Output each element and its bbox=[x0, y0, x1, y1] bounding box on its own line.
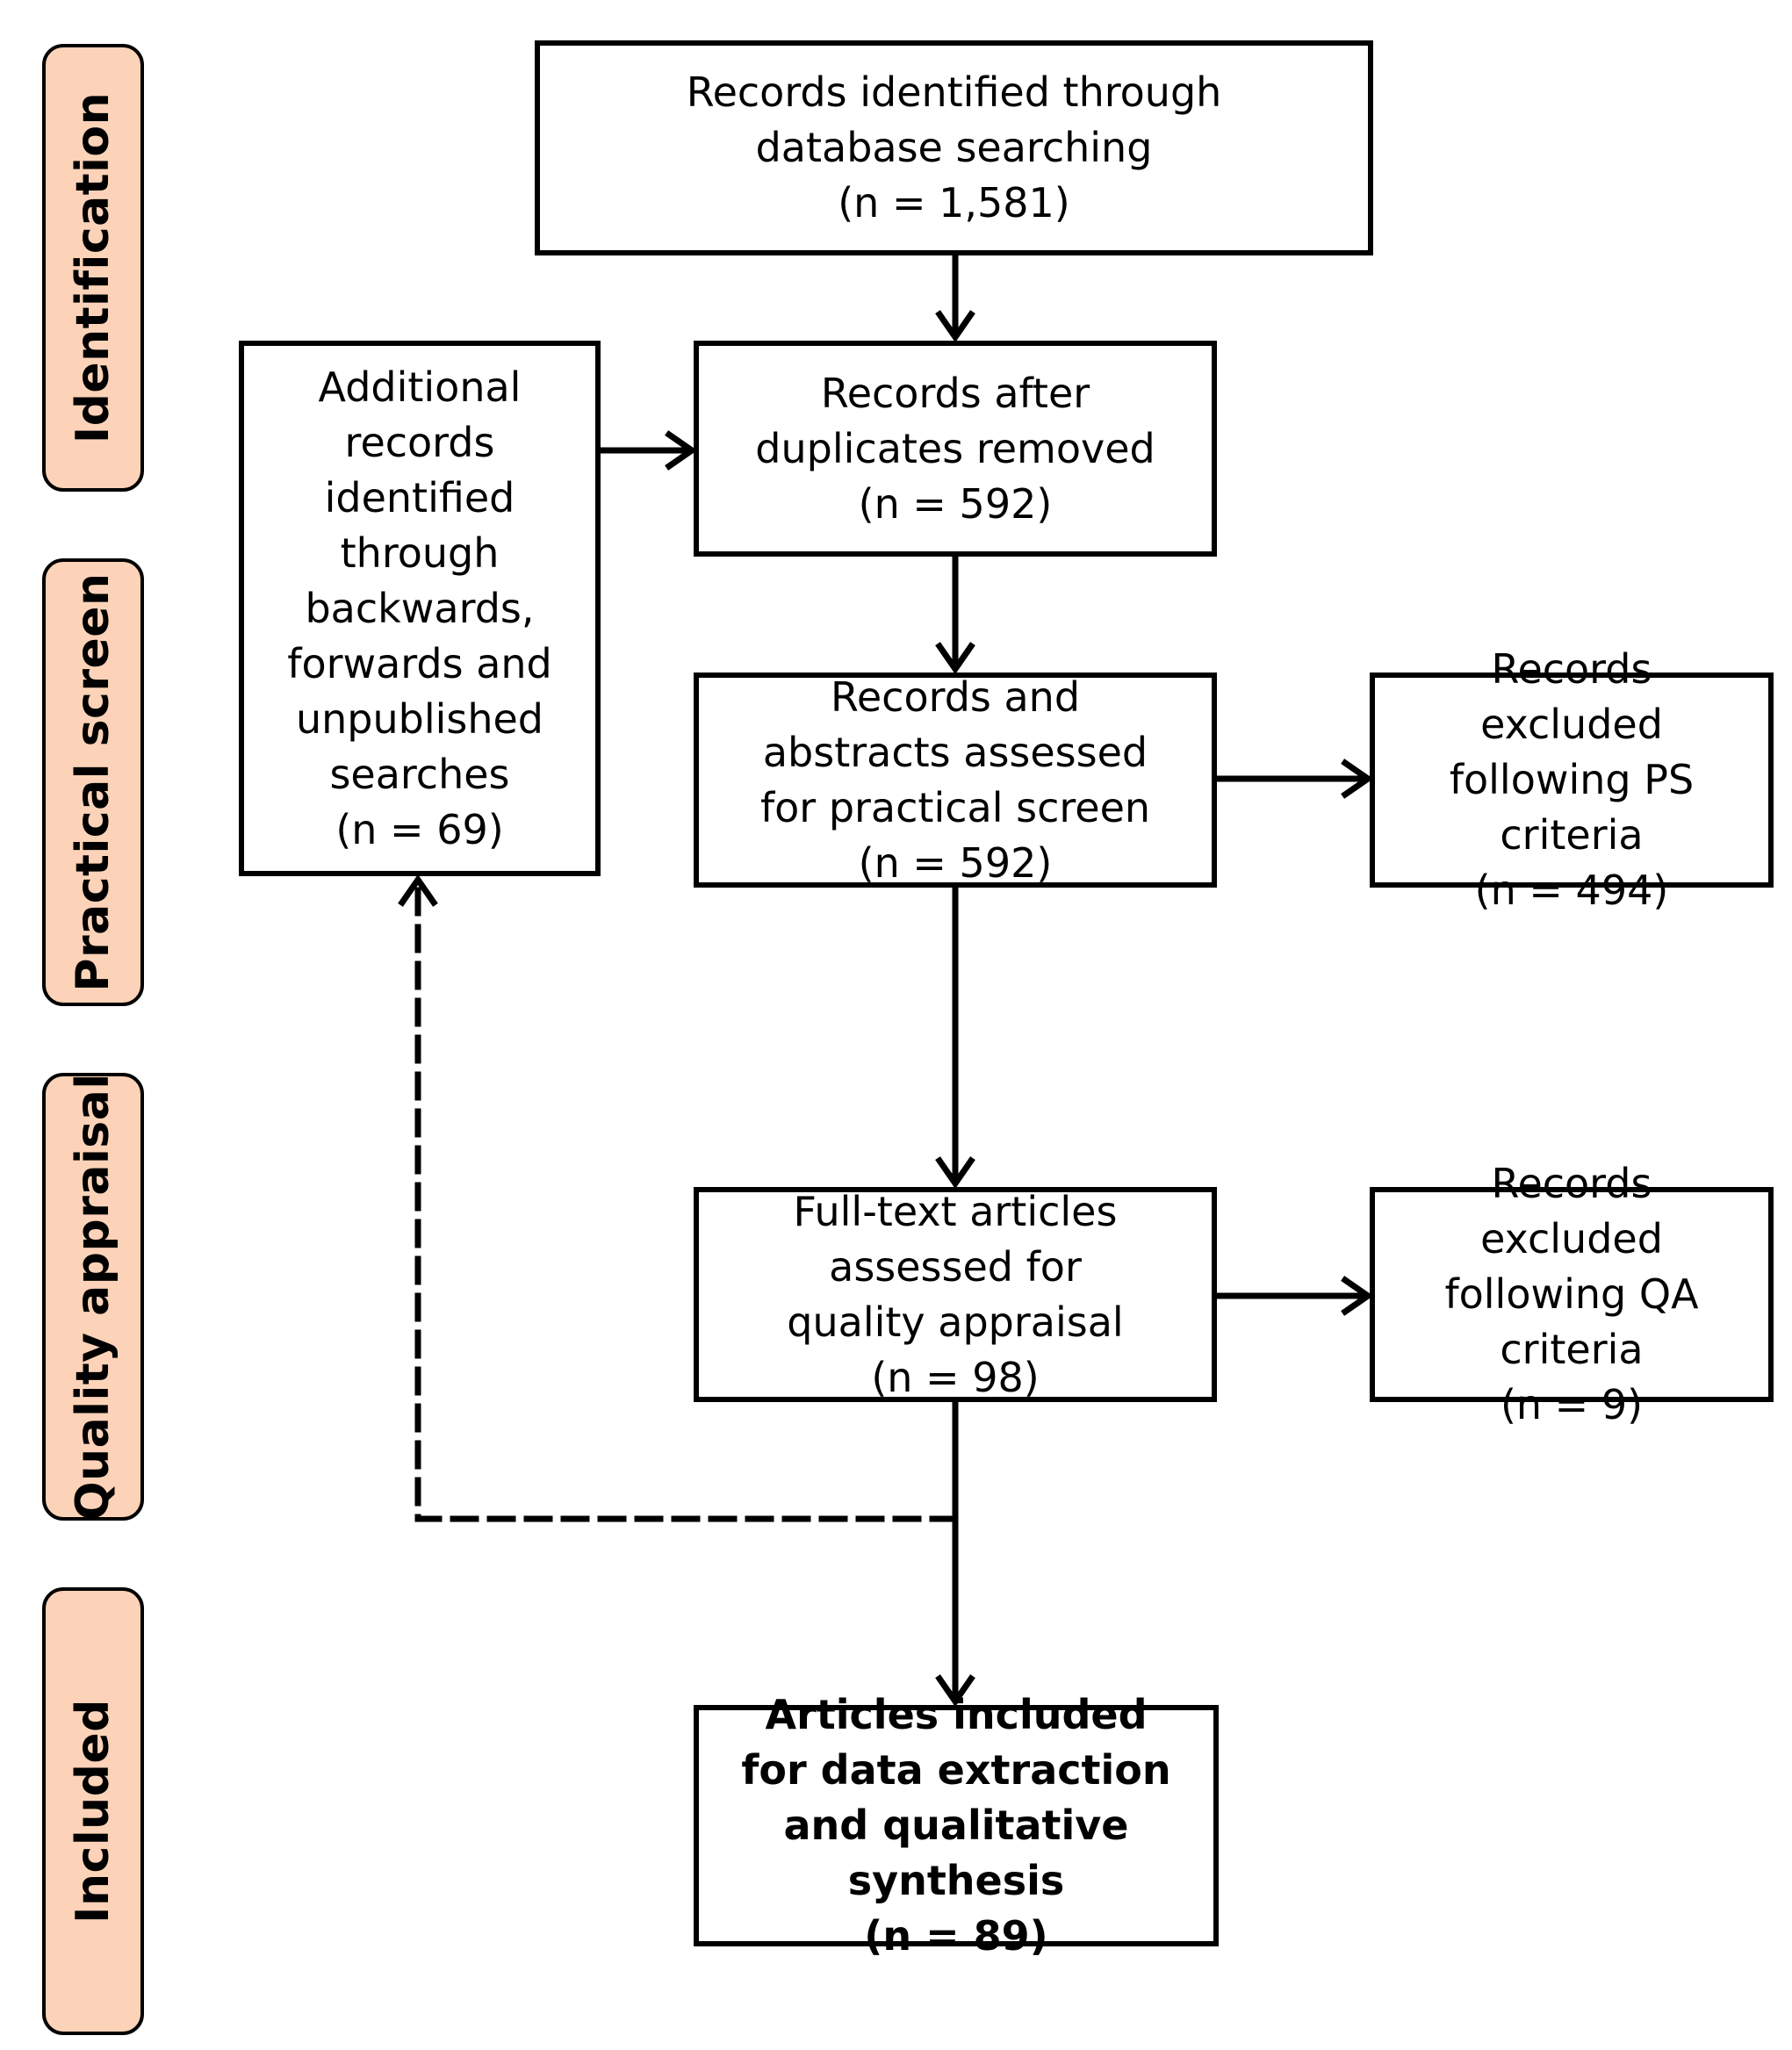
phase-quality-appraisal: Quality appraisal bbox=[42, 1073, 144, 1521]
box-count: (n = 592) bbox=[858, 838, 1053, 887]
dashed-feedback-line bbox=[414, 883, 959, 1522]
arrowhead bbox=[398, 874, 438, 907]
box-after-duplicates: Records after duplicates removed (n = 59… bbox=[694, 341, 1217, 557]
phase-included: Included bbox=[42, 1587, 144, 2035]
box-count: (n = 89) bbox=[864, 1912, 1048, 1960]
box-count: (n = 98) bbox=[871, 1353, 1040, 1401]
box-text: Additional records identified through ba… bbox=[287, 363, 552, 798]
box-text: Records excluded following PS criteria bbox=[1449, 645, 1695, 859]
box-text: Records identified through database sear… bbox=[686, 68, 1222, 171]
phase-identification: Identification bbox=[42, 44, 144, 492]
arrowhead bbox=[935, 642, 975, 675]
arrowhead bbox=[1341, 1276, 1374, 1316]
box-text: Records excluded following QA criteria bbox=[1444, 1160, 1699, 1373]
box-database-search: Records identified through database sear… bbox=[535, 40, 1373, 255]
box-excluded-ps: Records excluded following PS criteria (… bbox=[1370, 645, 1774, 914]
arrowhead bbox=[935, 1674, 975, 1708]
box-text: Records after duplicates removed bbox=[755, 369, 1155, 472]
box-additional-records: Additional records identified through ba… bbox=[239, 341, 601, 876]
box-text: Full-text articles assessed for quality … bbox=[787, 1187, 1124, 1346]
box-included: Articles included for data extraction an… bbox=[694, 1691, 1219, 1960]
arrowhead bbox=[935, 1156, 975, 1190]
box-excluded-qa: Records excluded following QA criteria (… bbox=[1370, 1160, 1774, 1428]
box-count: (n = 1,581) bbox=[838, 179, 1070, 227]
arrowhead bbox=[665, 430, 698, 471]
box-practical-screen: Records and abstracts assessed for pract… bbox=[694, 673, 1217, 888]
box-count: (n = 494) bbox=[1474, 867, 1669, 914]
box-text: Articles included for data extraction an… bbox=[741, 1691, 1171, 1904]
phase-practical-screen: Practical screen bbox=[42, 558, 144, 1006]
box-full-text: Full-text articles assessed for quality … bbox=[694, 1187, 1217, 1402]
box-text: Records and abstracts assessed for pract… bbox=[759, 673, 1151, 831]
box-count: (n = 9) bbox=[1500, 1381, 1644, 1428]
box-count: (n = 69) bbox=[335, 805, 504, 853]
arrowhead bbox=[935, 310, 975, 343]
box-count: (n = 592) bbox=[858, 479, 1053, 528]
arrowhead bbox=[1341, 759, 1374, 799]
